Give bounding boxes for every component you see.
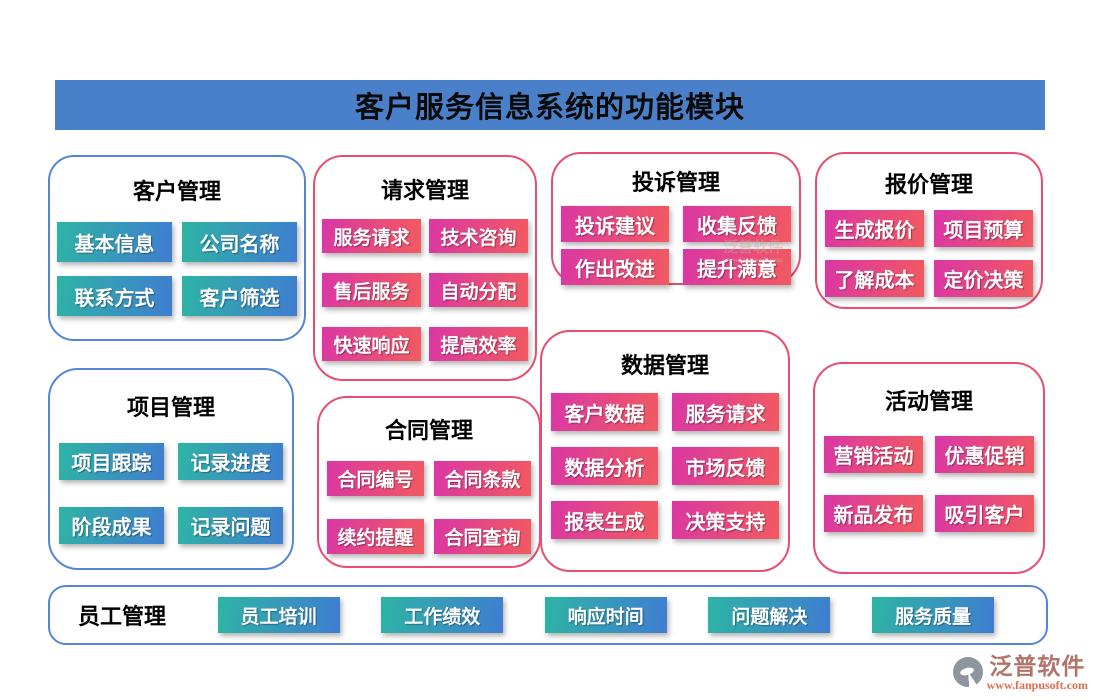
module-title: 数据管理 bbox=[620, 353, 709, 378]
module-box-customer: 客户管理 基本信息 公司名称 联系方式 客户筛选 bbox=[48, 155, 306, 341]
brand-name: 泛普软件 bbox=[989, 653, 1086, 679]
module-button[interactable]: 快速响应 bbox=[322, 327, 421, 361]
module-button[interactable]: 优惠促销 bbox=[935, 436, 1034, 473]
module-button[interactable]: 定价决策 bbox=[934, 260, 1033, 297]
banner: 客户服务信息系统的功能模块 bbox=[55, 80, 1045, 130]
module-title: 报价管理 bbox=[884, 172, 973, 197]
module-button[interactable]: 记录进度 bbox=[178, 443, 283, 480]
module-box-data: 数据管理 客户数据 服务请求 数据分析 市场反馈 报表生成 决策支持 bbox=[540, 330, 790, 572]
button-grid: 基本信息 公司名称 联系方式 客户筛选 bbox=[57, 222, 297, 316]
module-title: 投诉管理 bbox=[631, 170, 720, 195]
module-box-request: 请求管理 服务请求 技术咨询 售后服务 自动分配 快速响应 提高效率 bbox=[313, 155, 537, 381]
module-button[interactable]: 项目预算 bbox=[934, 210, 1033, 247]
module-box-employee: 员工管理 员工培训 工作绩效 响应时间 问题解决 服务质量 bbox=[48, 585, 1048, 645]
module-button[interactable]: 收集反馈 bbox=[683, 206, 791, 242]
button-grid: 项目跟踪 记录进度 阶段成果 记录问题 bbox=[59, 443, 283, 544]
module-button[interactable]: 技术咨询 bbox=[429, 219, 528, 253]
employee-button[interactable]: 员工培训 bbox=[217, 597, 340, 633]
module-button[interactable]: 营销活动 bbox=[824, 436, 923, 473]
module-button[interactable]: 合同条款 bbox=[434, 461, 531, 496]
module-button[interactable]: 作出改进 bbox=[561, 249, 669, 285]
button-grid: 客户数据 服务请求 数据分析 市场反馈 报表生成 决策支持 bbox=[551, 393, 779, 539]
module-title: 员工管理 bbox=[78, 604, 167, 629]
module-button[interactable]: 新品发布 bbox=[824, 495, 923, 532]
brand-url: www.fanpusoft.com bbox=[986, 677, 1088, 692]
module-title: 项目管理 bbox=[126, 395, 215, 420]
module-button[interactable]: 联系方式 bbox=[57, 276, 172, 316]
module-button[interactable]: 生成报价 bbox=[825, 210, 924, 247]
module-box-contract: 合同管理 合同编号 合同条款 续约提醒 合同查询 bbox=[317, 396, 541, 568]
employee-button[interactable]: 服务质量 bbox=[871, 597, 994, 633]
module-button[interactable]: 客户数据 bbox=[551, 393, 658, 431]
page-title: 客户服务信息系统的功能模块 bbox=[354, 92, 745, 124]
module-button[interactable]: 合同编号 bbox=[327, 461, 424, 496]
module-button[interactable]: 吸引客户 bbox=[935, 495, 1034, 532]
employee-button[interactable]: 工作绩效 bbox=[381, 597, 504, 633]
module-button[interactable]: 项目跟踪 bbox=[59, 443, 164, 480]
button-grid: 生成报价 项目预算 了解成本 定价决策 bbox=[825, 210, 1033, 297]
fanpu-logo-icon bbox=[952, 656, 983, 687]
module-button[interactable]: 服务请求 bbox=[322, 219, 421, 253]
module-box-project: 项目管理 项目跟踪 记录进度 阶段成果 记录问题 bbox=[48, 368, 294, 570]
button-grid: 投诉建议 收集反馈 作出改进 提升满意 bbox=[561, 206, 791, 285]
employee-button[interactable]: 问题解决 bbox=[708, 597, 831, 633]
module-button[interactable]: 自动分配 bbox=[429, 273, 528, 307]
brand-logo: 泛普软件 www.fanpusoft.com bbox=[952, 655, 1088, 692]
module-button[interactable]: 售后服务 bbox=[322, 273, 421, 307]
module-button[interactable]: 了解成本 bbox=[825, 260, 924, 297]
module-button[interactable]: 报表生成 bbox=[551, 501, 658, 539]
module-title: 客户管理 bbox=[132, 179, 221, 204]
brand-text-block: 泛普软件 www.fanpusoft.com bbox=[987, 655, 1088, 692]
button-grid: 服务请求 技术咨询 售后服务 自动分配 快速响应 提高效率 bbox=[322, 219, 528, 361]
module-title: 请求管理 bbox=[380, 178, 469, 203]
button-grid: 合同编号 合同条款 续约提醒 合同查询 bbox=[327, 461, 531, 554]
module-button[interactable]: 提高效率 bbox=[429, 327, 528, 361]
module-button[interactable]: 数据分析 bbox=[551, 447, 658, 485]
employee-button[interactable]: 响应时间 bbox=[544, 597, 667, 633]
module-button[interactable]: 公司名称 bbox=[182, 222, 297, 262]
module-title: 活动管理 bbox=[884, 389, 973, 414]
module-box-quote: 报价管理 生成报价 项目预算 了解成本 定价决策 bbox=[815, 152, 1043, 309]
module-button[interactable]: 服务请求 bbox=[672, 393, 779, 431]
module-button[interactable]: 投诉建议 bbox=[561, 206, 669, 242]
module-button[interactable]: 提升满意 bbox=[683, 249, 791, 285]
module-button[interactable]: 合同查询 bbox=[434, 519, 531, 554]
module-button[interactable]: 续约提醒 bbox=[327, 519, 424, 554]
module-button[interactable]: 阶段成果 bbox=[59, 507, 164, 544]
module-title: 合同管理 bbox=[384, 418, 473, 443]
module-button[interactable]: 市场反馈 bbox=[672, 447, 779, 485]
module-button[interactable]: 客户筛选 bbox=[182, 276, 297, 316]
module-button[interactable]: 基本信息 bbox=[57, 222, 172, 262]
button-grid: 营销活动 优惠促销 新品发布 吸引客户 bbox=[824, 436, 1034, 532]
module-box-activity: 活动管理 营销活动 优惠促销 新品发布 吸引客户 bbox=[813, 362, 1045, 574]
module-button[interactable]: 决策支持 bbox=[672, 501, 779, 539]
module-button[interactable]: 记录问题 bbox=[178, 507, 283, 544]
module-box-complaint: 投诉管理 投诉建议 收集反馈 作出改进 提升满意 bbox=[551, 152, 801, 285]
